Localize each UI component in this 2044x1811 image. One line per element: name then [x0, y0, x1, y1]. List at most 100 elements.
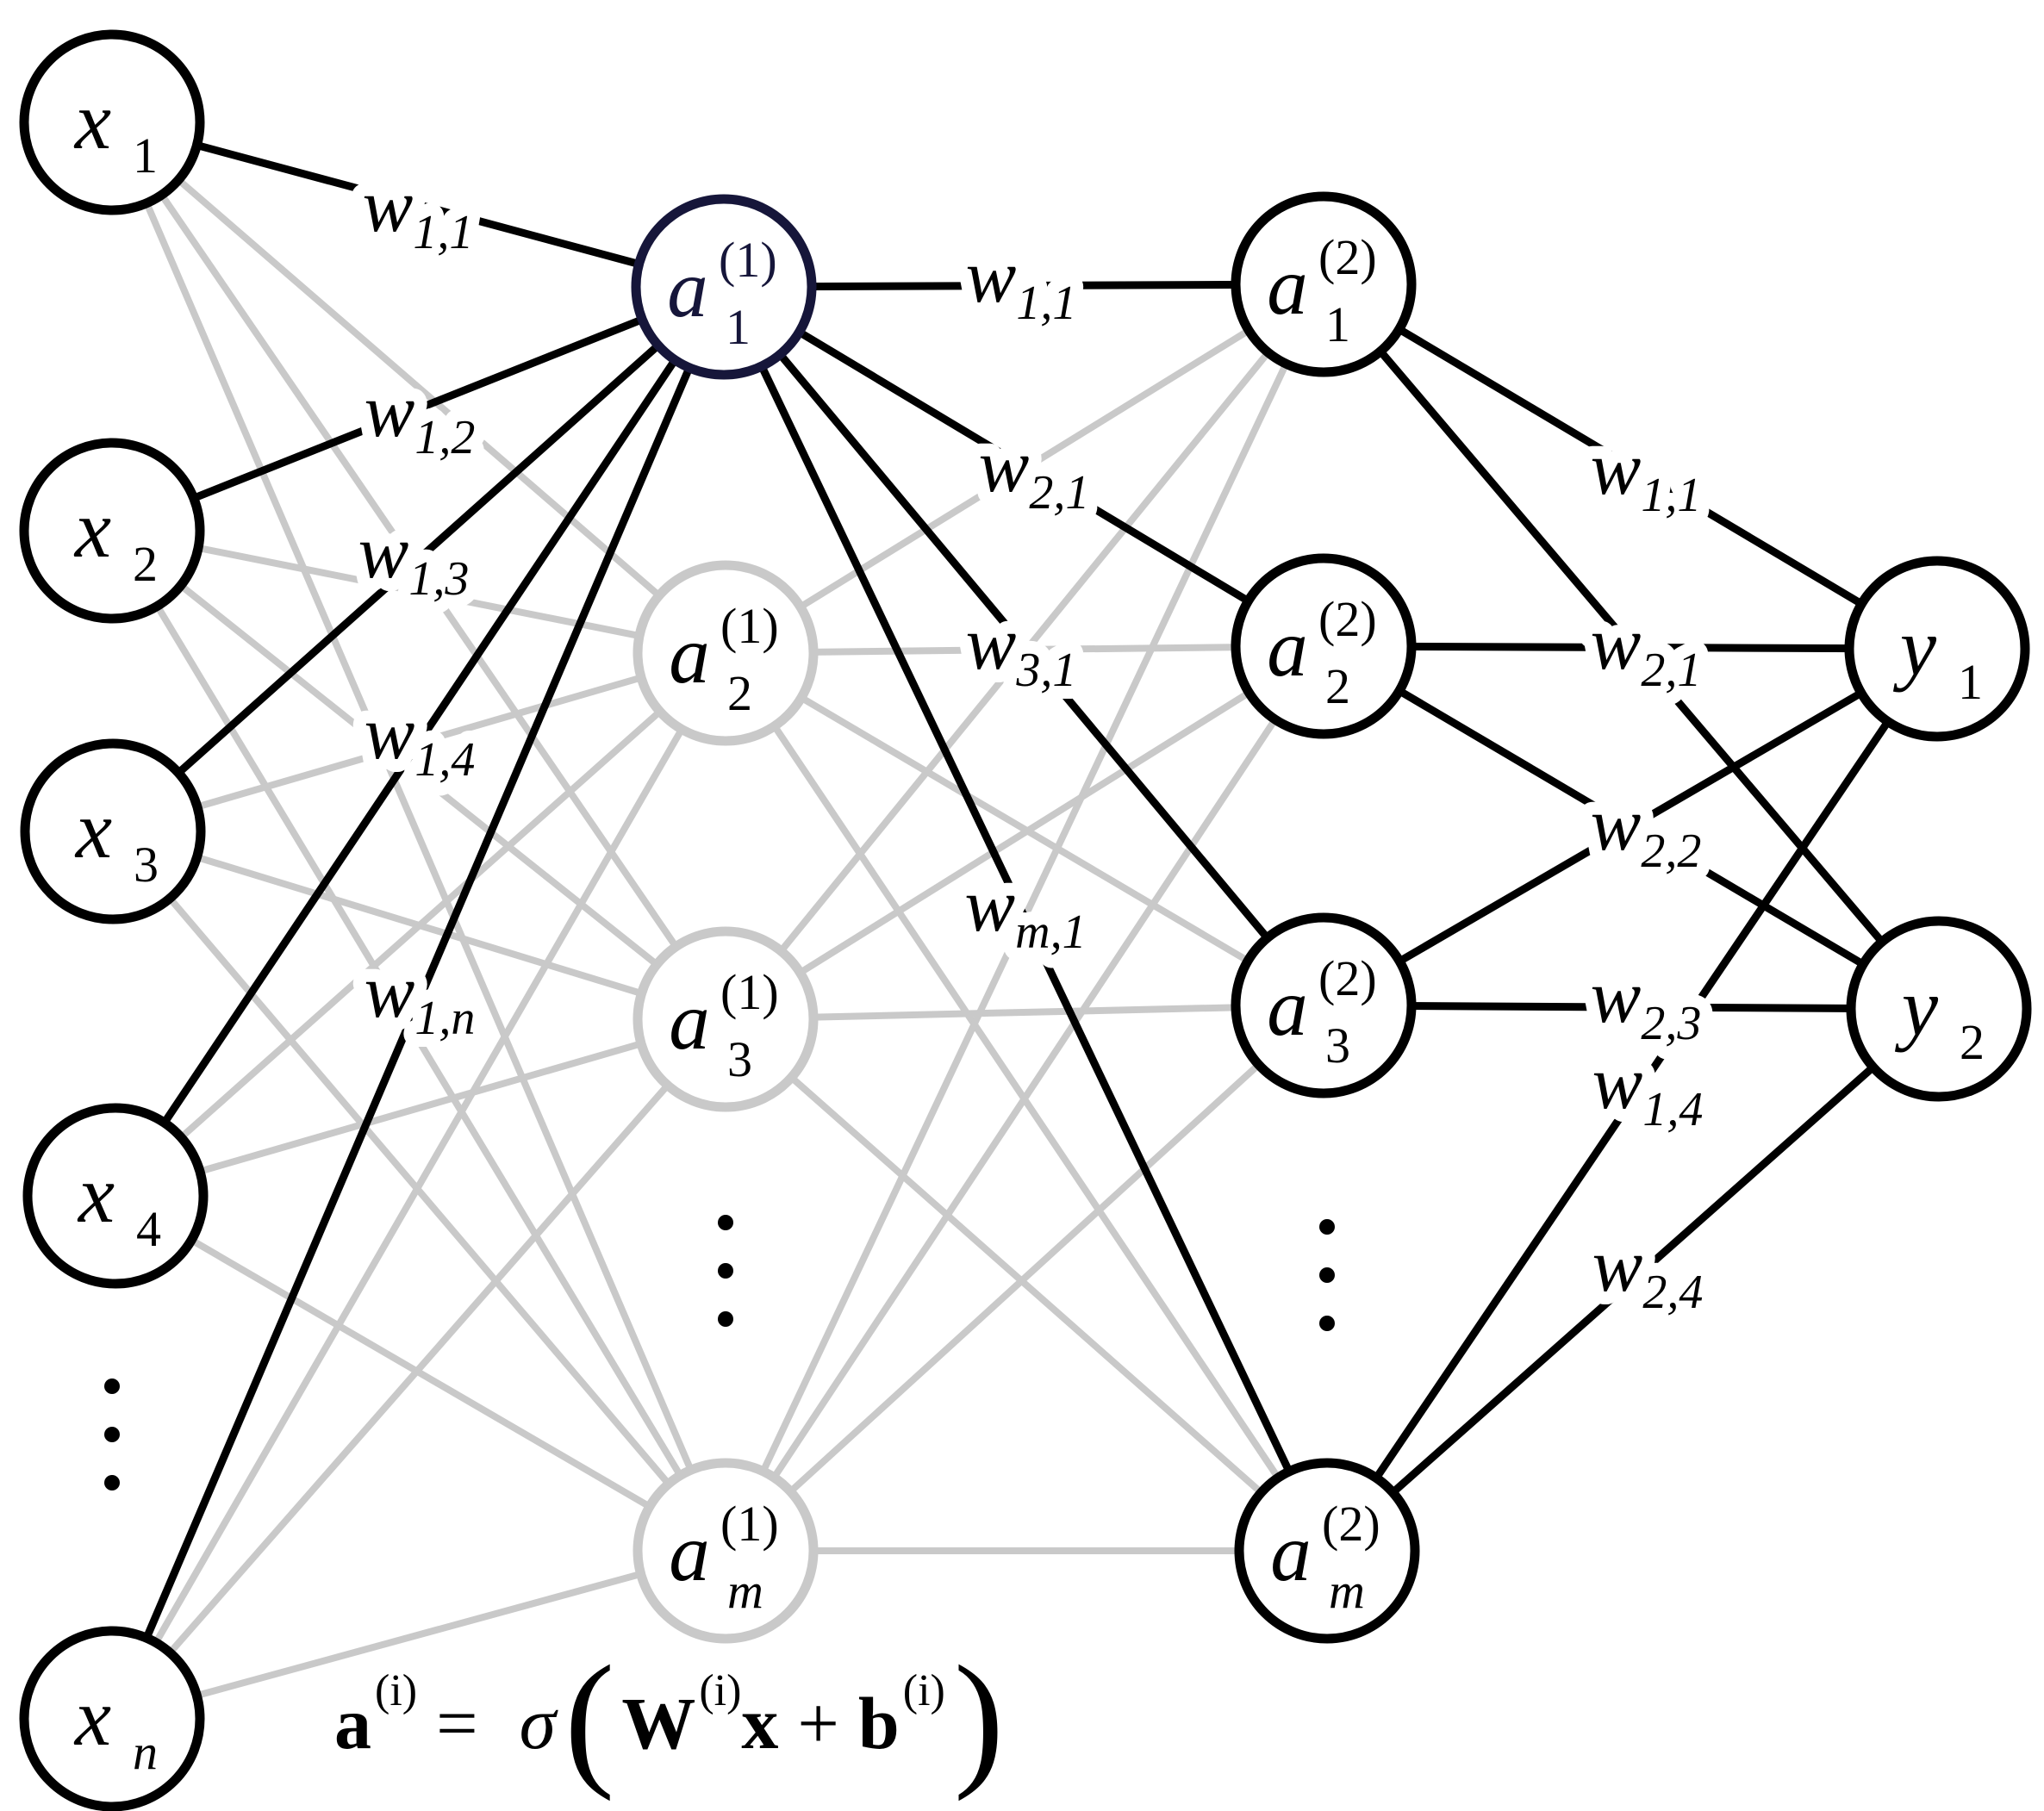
- node-a11: [631, 194, 817, 380]
- ellipsis-dot: [718, 1215, 733, 1230]
- node-a31: [633, 926, 819, 1112]
- activation-formula: a (i) = σ ( W (i) x + b (i) ): [334, 1634, 1005, 1802]
- node-label-x1: x: [73, 75, 111, 166]
- node-label-sup-a32: (2): [1318, 950, 1377, 1006]
- weight-label-a11-a32: w3,1: [966, 602, 1077, 697]
- edge-a11-a12: [723, 280, 1324, 291]
- node-y1: [1844, 556, 2030, 742]
- node-label-am2: a: [1270, 1507, 1312, 1598]
- edge-a11-am2: [720, 285, 1331, 1553]
- node-label-sup-a21: (1): [720, 598, 779, 654]
- node-a32: [1231, 912, 1417, 1098]
- node-xn: [19, 1626, 205, 1811]
- formula-a-sup: (i): [375, 1665, 418, 1715]
- node-label-x2: x: [73, 483, 111, 575]
- weight-label-a12-y1: w1,1: [1591, 427, 1702, 522]
- edge-xn-am1: [110, 1547, 727, 1722]
- weight-label-a11-am2: wm,1: [964, 864, 1086, 959]
- node-label-a11: a: [667, 243, 708, 334]
- node-label-sub-am1: m: [727, 1563, 763, 1619]
- node-x4: [22, 1103, 209, 1289]
- edge-a11-a32: [720, 284, 1327, 1008]
- formula-a: a: [334, 1682, 371, 1764]
- node-label-sub-x4: 4: [136, 1201, 161, 1257]
- formula-b-sup: (i): [902, 1665, 945, 1715]
- formula-W: W: [621, 1682, 696, 1764]
- node-label-a31: a: [669, 975, 710, 1067]
- node-label-xn: x: [73, 1671, 111, 1763]
- vertical-ellipsis-dots-inputs: [104, 1378, 120, 1490]
- ellipsis-dot: [1319, 1219, 1335, 1235]
- edge-x4-a21: [113, 650, 728, 1198]
- node-label-a22: a: [1267, 602, 1308, 694]
- node-label-sub-a22: 2: [1325, 658, 1350, 714]
- ellipsis-dot: [104, 1475, 120, 1490]
- node-label-sup-am2: (2): [1322, 1496, 1380, 1552]
- formula-x: x: [741, 1682, 779, 1764]
- node-a22: [1231, 553, 1417, 739]
- ellipsis-dot: [1319, 1267, 1335, 1283]
- node-a21: [633, 560, 819, 746]
- ellipsis-dot: [104, 1427, 120, 1442]
- node-label-sub-xn: n: [133, 1724, 158, 1780]
- formula-plus: +: [797, 1682, 839, 1764]
- weight-label-x1-a11: w1,1: [363, 165, 474, 259]
- formula-b: b: [857, 1682, 900, 1764]
- edge-x2-a21: [111, 527, 726, 657]
- node-label-sub-a31: 3: [727, 1031, 752, 1087]
- node-label-am1: a: [669, 1507, 710, 1598]
- node-label-x4: x: [77, 1148, 115, 1240]
- node-label-x3: x: [74, 784, 112, 875]
- formula-equals: =: [436, 1682, 478, 1764]
- edge-x1-am1: [109, 121, 729, 1553]
- node-label-sup-a22: (2): [1318, 591, 1377, 647]
- edge-x4-am1: [113, 1192, 728, 1554]
- ellipsis-dot: [718, 1311, 733, 1327]
- node-label-sub-a12: 1: [1325, 296, 1350, 352]
- edge-xn-a31: [109, 1017, 729, 1721]
- node-label-sub-y1: 1: [1958, 654, 1983, 710]
- edge-x3-a11: [110, 283, 726, 835]
- node-label-sub-x3: 3: [134, 837, 159, 893]
- edge-x1-a31: [109, 120, 729, 1022]
- node-label-a21: a: [669, 609, 710, 700]
- edge-a11-a22: [721, 283, 1326, 650]
- node-x1: [19, 29, 205, 215]
- edge-x2-am1: [109, 528, 729, 1553]
- node-y2: [1846, 916, 2032, 1102]
- node-label-y2: y: [1895, 962, 1939, 1053]
- node-label-y1: y: [1893, 601, 1937, 693]
- edge-a22-y1: [1323, 642, 1938, 653]
- edge-a31-a32: [725, 1002, 1324, 1023]
- node-label-sub-a21: 2: [727, 665, 752, 721]
- weight-label-x2-a11: w1,2: [365, 370, 476, 464]
- edge-am2-y1: [1324, 646, 1941, 1553]
- node-am1: [633, 1458, 819, 1644]
- edge-xn-a21: [109, 651, 729, 1721]
- ellipsis-dot: [104, 1378, 120, 1394]
- weight-label-am2-y2: w2,4: [1592, 1224, 1704, 1319]
- edge-a12-y1: [1321, 281, 1940, 652]
- edge-x1-a21: [109, 119, 728, 657]
- vertical-ellipsis-dots-hidden1: [718, 1215, 733, 1327]
- node-label-sub-x1: 1: [133, 128, 158, 184]
- weight-label-a32-y2: w2,3: [1591, 955, 1702, 1050]
- node-label-a12: a: [1267, 240, 1308, 332]
- ellipsis-dot: [718, 1263, 733, 1279]
- node-label-sub-a11: 1: [726, 299, 751, 355]
- edge-am2-y2: [1324, 1005, 1941, 1554]
- edge-xn-a11: [108, 285, 728, 1721]
- weight-label-xn-a11: w1,n: [365, 950, 476, 1045]
- node-label-sub-am2: m: [1329, 1563, 1365, 1619]
- ellipsis-dot: [1319, 1316, 1335, 1331]
- node-label-a32: a: [1267, 962, 1308, 1053]
- node-label-sup-a31: (1): [720, 964, 779, 1020]
- edge-x1-a11: [110, 118, 726, 291]
- weight-label-a22-y1: w2,1: [1591, 602, 1702, 697]
- node-label-sub-a32: 3: [1325, 1018, 1350, 1074]
- edge-a32-y2: [1323, 1001, 1940, 1013]
- edge-a31-a22: [723, 643, 1326, 1023]
- node-x2: [19, 438, 205, 624]
